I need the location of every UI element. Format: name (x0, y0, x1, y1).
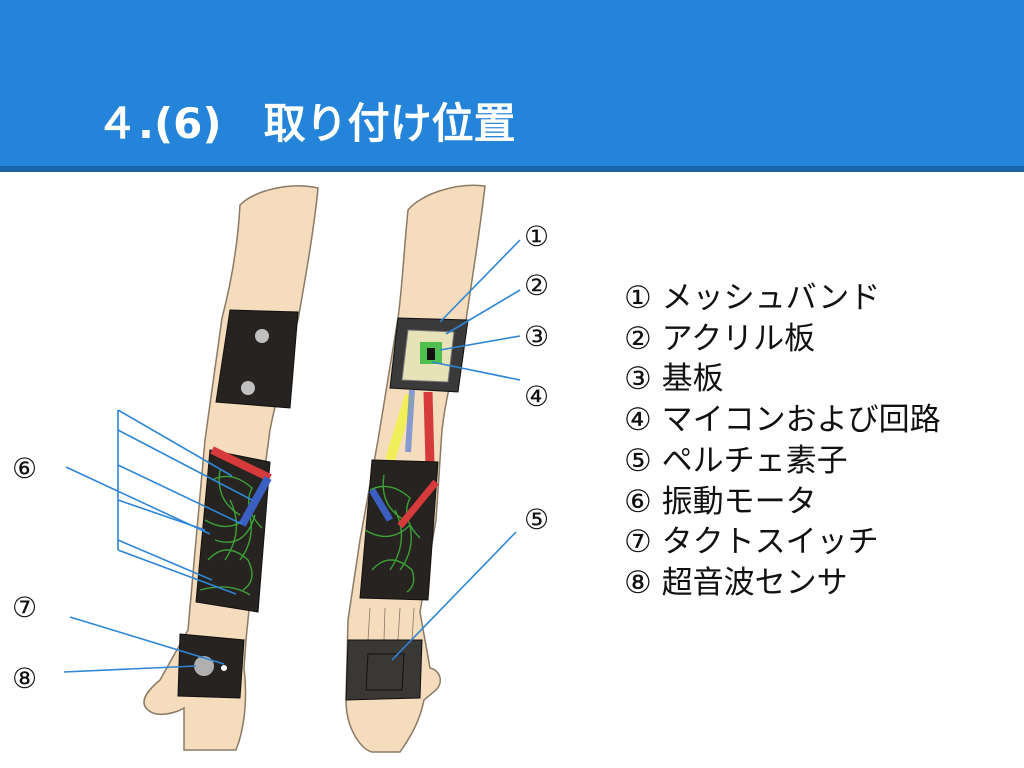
legend-item-peltier-element: ⑤ ペルチェ素子 (624, 442, 848, 479)
peltier-element (365, 653, 405, 691)
left-arm (143, 185, 319, 751)
slide-title: ４.(6) 取り付け位置 (96, 99, 516, 148)
slide-header (0, 0, 1024, 166)
legend-item-mesh-band: ① メッシュバンド (624, 280, 881, 316)
marker-6: ⑥ (12, 452, 37, 485)
marker-1: ① (524, 220, 549, 253)
component-legend: ① メッシュバンド ② アクリル板 ③ 基板 ④ マイコンおよび回路 ⑤ ペルチ… (624, 278, 964, 604)
ultrasonic-sensor (194, 656, 214, 676)
arm-diagram: ⑥ ⑦ ⑧ ① ② ③ ④ ⑤ (12, 184, 549, 753)
legend-item-ultrasonic-sensor: ⑧ 超音波センサ (624, 564, 848, 601)
legend-item-vibration-motor: ⑥ 振動モータ (624, 483, 817, 520)
legend-item-microcontroller: ④ マイコンおよび回路 (624, 402, 941, 439)
peltier-band (345, 639, 423, 701)
legend-item-acrylic-plate: ② アクリル板 (624, 320, 816, 357)
left-arm-band-upper (215, 309, 299, 409)
left-arm-band-dot (255, 329, 269, 343)
tact-switch (221, 665, 227, 671)
header-divider (0, 166, 1024, 172)
marker-8: ⑧ (12, 662, 37, 695)
marker-7: ⑦ (12, 591, 37, 624)
microcontroller (427, 348, 435, 360)
marker-3: ③ (524, 320, 549, 353)
right-arm-sleeve (359, 459, 439, 601)
marker-5: ⑤ (524, 503, 549, 536)
right-arm (345, 184, 486, 753)
marker-4: ④ (524, 380, 549, 413)
marker-2: ② (524, 269, 549, 302)
leader-lines (63, 239, 521, 673)
left-arm-band-dot (241, 381, 255, 395)
legend-item-circuit-board: ③ 基板 (624, 361, 724, 398)
legend-item-tact-switch: ⑦ タクトスイッチ (624, 524, 879, 561)
